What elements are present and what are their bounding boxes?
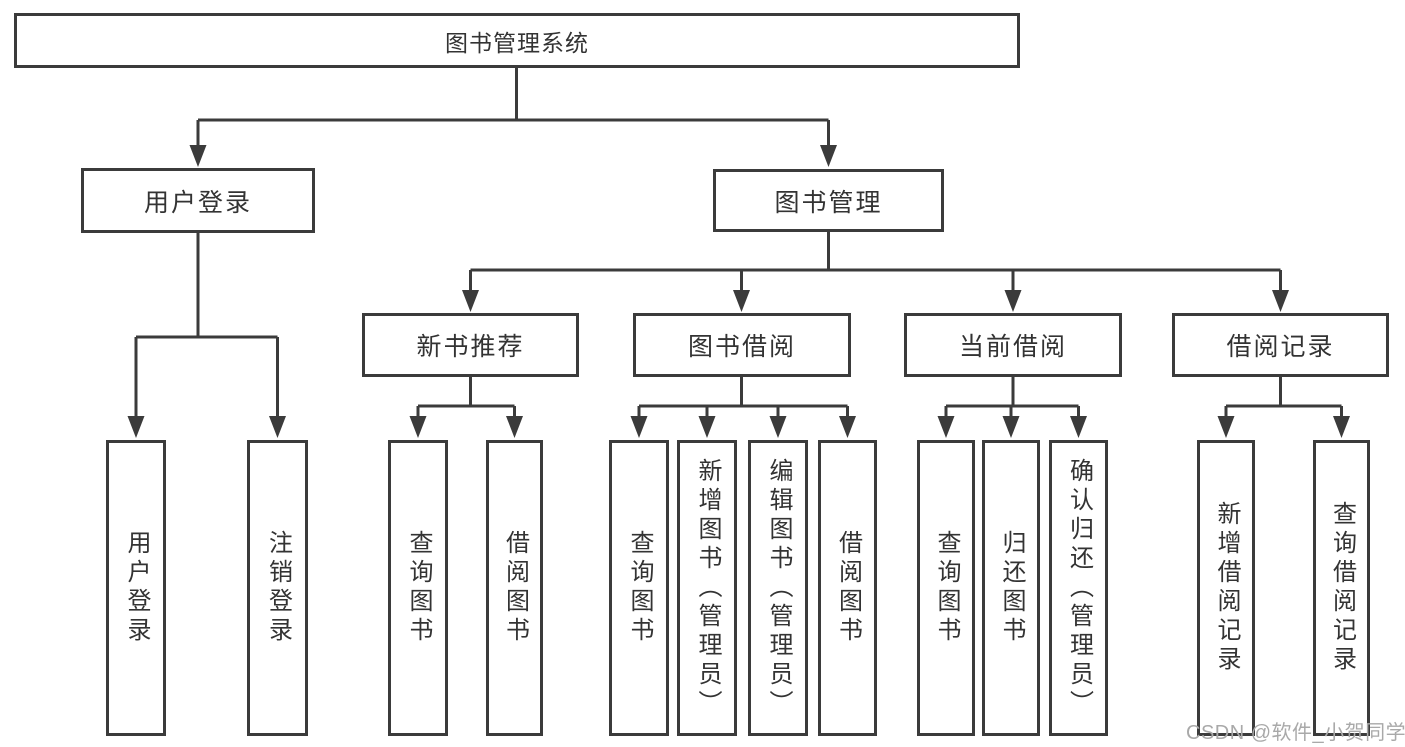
leaf-return-book: 归还图书 [982, 440, 1040, 736]
node-borrowing-records: 借阅记录 [1172, 313, 1389, 377]
leaf-borrowing-query-book-label: 查询图书 [626, 530, 653, 646]
node-new-book-recommend-label: 新书推荐 [416, 333, 525, 361]
leaf-edit-book-admin: 编辑图书（管理员） [748, 440, 808, 736]
leaf-borrowing-borrow-book: 借阅图书 [818, 440, 877, 736]
node-borrowing-records-label: 借阅记录 [1226, 333, 1335, 361]
leaf-add-borrow-record: 新增借阅记录 [1197, 440, 1255, 736]
node-root-label: 图书管理系统 [445, 29, 589, 56]
leaf-borrowing-query-book: 查询图书 [609, 440, 669, 736]
leaf-add-borrow-record-label: 新增借阅记录 [1213, 501, 1240, 675]
leaf-user-login-label: 用户登录 [123, 530, 150, 646]
leaf-add-book-admin: 新增图书（管理员） [677, 440, 737, 736]
node-book-borrowing: 图书借阅 [633, 313, 851, 377]
leaf-confirm-return-admin: 确认归还（管理员） [1049, 440, 1108, 736]
leaf-add-book-admin-label: 新增图书（管理员） [694, 457, 721, 719]
node-new-book-recommend: 新书推荐 [362, 313, 579, 377]
leaf-confirm-return-admin-label: 确认归还（管理员） [1065, 457, 1093, 719]
arrowheads [127, 145, 1350, 438]
leaf-recommend-borrow-book-label: 借阅图书 [501, 530, 529, 646]
node-book-borrowing-label: 图书借阅 [687, 333, 796, 361]
connector-lines [134, 68, 1343, 420]
leaf-query-borrow-record-label: 查询借阅记录 [1328, 501, 1356, 675]
leaf-logout-label: 注销登录 [264, 530, 292, 646]
leaf-return-book-label: 归还图书 [998, 530, 1025, 646]
leaf-borrowing-borrow-book-label: 借阅图书 [834, 530, 862, 646]
leaf-user-login: 用户登录 [106, 440, 166, 736]
node-user-login: 用户登录 [81, 168, 315, 233]
node-current-borrowing-label: 当前借阅 [958, 333, 1067, 361]
leaf-current-query-book: 查询图书 [917, 440, 975, 736]
node-book-management-label: 图书管理 [774, 188, 883, 217]
node-root: 图书管理系统 [14, 13, 1020, 68]
csdn-watermark: CSDN @软件_小贺同学 [1186, 722, 1405, 744]
leaf-logout: 注销登录 [247, 440, 308, 736]
leaf-recommend-borrow-book: 借阅图书 [486, 440, 543, 736]
leaf-query-borrow-record: 查询借阅记录 [1313, 440, 1370, 736]
leaf-recommend-query-book: 查询图书 [388, 440, 448, 736]
leaf-recommend-query-book-label: 查询图书 [405, 530, 432, 646]
leaf-edit-book-admin-label: 编辑图书（管理员） [765, 457, 792, 719]
node-book-management: 图书管理 [713, 169, 944, 232]
leaf-current-query-book-label: 查询图书 [933, 530, 960, 646]
node-user-login-label: 用户登录 [143, 188, 252, 217]
node-current-borrowing: 当前借阅 [904, 313, 1122, 377]
